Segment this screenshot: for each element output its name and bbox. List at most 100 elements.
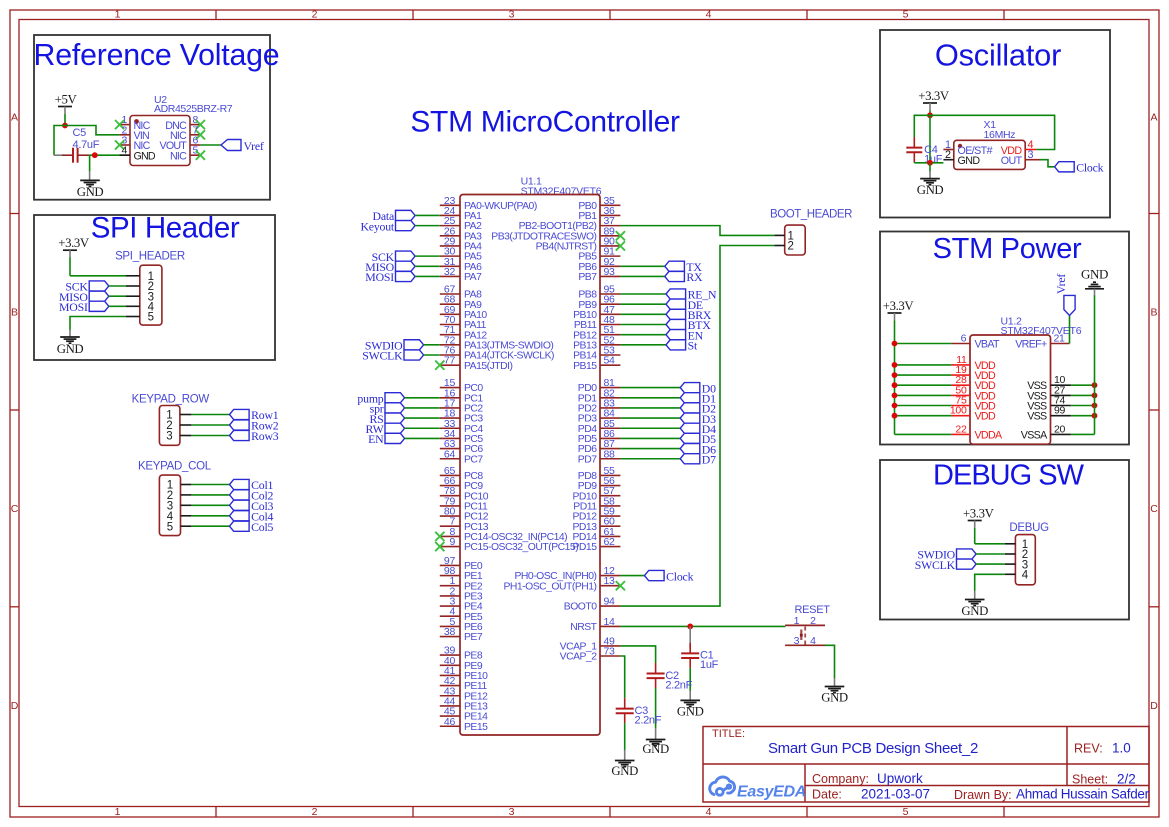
- svg-text:spr: spr: [370, 402, 384, 416]
- svg-text:PB11: PB11: [574, 320, 597, 331]
- svg-text:C1: C1: [700, 650, 714, 662]
- svg-text:PD10: PD10: [573, 491, 598, 502]
- svg-text:1: 1: [115, 806, 121, 818]
- svg-text:Oscillator: Oscillator: [935, 38, 1061, 73]
- svg-text:79: 79: [444, 495, 456, 507]
- svg-text:11: 11: [956, 354, 967, 366]
- svg-text:PE1: PE1: [464, 571, 483, 582]
- svg-text:PE14: PE14: [464, 712, 488, 723]
- svg-text:72: 72: [444, 334, 456, 346]
- svg-text:PD9: PD9: [578, 481, 597, 492]
- svg-text:47: 47: [604, 304, 616, 316]
- svg-text:STM MicroController: STM MicroController: [410, 106, 680, 139]
- svg-text:KEYPAD_ROW: KEYPAD_ROW: [132, 394, 210, 406]
- svg-text:5: 5: [193, 145, 199, 157]
- svg-text:PC11: PC11: [464, 501, 488, 512]
- svg-text:3: 3: [148, 291, 154, 303]
- svg-text:SWCLK: SWCLK: [362, 349, 403, 363]
- svg-text:D: D: [11, 700, 19, 712]
- svg-text:VREF+: VREF+: [1015, 339, 1047, 351]
- svg-text:PB4(NJTRST): PB4(NJTRST): [536, 242, 597, 253]
- svg-text:D3: D3: [702, 412, 716, 426]
- svg-text:BOOT0: BOOT0: [564, 602, 597, 613]
- svg-text:69: 69: [444, 304, 456, 316]
- svg-text:74: 74: [1054, 395, 1066, 407]
- svg-text:57: 57: [604, 485, 616, 497]
- svg-text:PD15: PD15: [573, 542, 598, 553]
- svg-text:3: 3: [449, 596, 455, 608]
- svg-text:4: 4: [449, 606, 455, 618]
- svg-text:+3.3V: +3.3V: [58, 236, 90, 250]
- svg-text:SPI Header: SPI Header: [91, 212, 240, 245]
- svg-text:56: 56: [604, 475, 616, 487]
- svg-text:D5: D5: [702, 432, 716, 446]
- svg-text:PE12: PE12: [464, 691, 488, 702]
- svg-text:STM32F407VET6: STM32F407VET6: [1001, 325, 1082, 337]
- svg-text:43: 43: [444, 685, 456, 697]
- svg-text:Company:: Company:: [812, 772, 869, 786]
- svg-text:62: 62: [604, 536, 616, 548]
- svg-text:20: 20: [1054, 423, 1066, 435]
- svg-text:2: 2: [121, 124, 127, 136]
- svg-text:PD2: PD2: [578, 404, 597, 415]
- svg-text:PD3: PD3: [578, 414, 597, 425]
- svg-text:15: 15: [444, 377, 456, 389]
- svg-text:8: 8: [193, 114, 199, 126]
- svg-text:14: 14: [604, 616, 616, 628]
- svg-text:PD13: PD13: [573, 522, 598, 533]
- svg-text:PB1: PB1: [578, 211, 597, 222]
- svg-text:PD4: PD4: [578, 424, 597, 435]
- svg-text:PC6: PC6: [464, 444, 483, 455]
- svg-text:42: 42: [444, 675, 456, 687]
- svg-text:PB7: PB7: [578, 272, 597, 283]
- svg-text:PC7: PC7: [464, 454, 483, 465]
- svg-text:GND: GND: [961, 604, 988, 618]
- svg-text:DEBUG SW: DEBUG SW: [933, 460, 1085, 492]
- svg-text:88: 88: [604, 448, 616, 460]
- svg-text:94: 94: [604, 596, 616, 608]
- svg-text:58: 58: [604, 495, 616, 507]
- svg-text:PE8: PE8: [464, 651, 483, 662]
- svg-text:U2: U2: [154, 94, 167, 106]
- svg-text:7: 7: [193, 124, 199, 136]
- svg-text:PD0: PD0: [578, 383, 597, 394]
- svg-text:PH0-OSC_IN(PH0): PH0-OSC_IN(PH0): [515, 571, 597, 582]
- svg-text:PE15: PE15: [464, 722, 488, 733]
- svg-text:2: 2: [1022, 549, 1028, 561]
- svg-text:22: 22: [955, 423, 967, 435]
- svg-text:PA8: PA8: [464, 290, 482, 301]
- svg-text:PE9: PE9: [464, 661, 483, 672]
- svg-text:1: 1: [794, 615, 800, 627]
- svg-text:STM Power: STM Power: [933, 233, 1082, 265]
- svg-text:PB8: PB8: [578, 290, 597, 301]
- svg-text:39: 39: [444, 645, 456, 657]
- svg-text:8: 8: [449, 526, 455, 538]
- svg-text:1: 1: [167, 480, 173, 492]
- svg-text:NRST: NRST: [570, 622, 597, 633]
- svg-text:SCK: SCK: [65, 280, 88, 294]
- svg-text:2021-03-07: 2021-03-07: [861, 787, 930, 802]
- svg-text:PE5: PE5: [464, 612, 483, 623]
- svg-text:4: 4: [1022, 570, 1029, 582]
- svg-text:32: 32: [444, 266, 456, 278]
- svg-text:Col4: Col4: [251, 510, 273, 524]
- svg-text:98: 98: [444, 565, 456, 577]
- svg-text:PC9: PC9: [464, 481, 483, 492]
- svg-text:RW: RW: [366, 422, 385, 436]
- svg-text:GND: GND: [134, 150, 156, 162]
- svg-text:NIC: NIC: [170, 130, 187, 142]
- svg-text:18: 18: [444, 408, 456, 420]
- svg-text:PA5: PA5: [464, 252, 482, 263]
- svg-text:9: 9: [449, 536, 455, 548]
- svg-text:PA13(JTMS-SWDIO): PA13(JTMS-SWDIO): [464, 340, 553, 351]
- svg-text:TITLE:: TITLE:: [712, 728, 745, 740]
- svg-text:GND: GND: [821, 691, 848, 705]
- svg-text:6: 6: [961, 333, 967, 345]
- svg-text:Col5: Col5: [251, 520, 273, 534]
- svg-text:+5V: +5V: [55, 93, 78, 107]
- svg-text:SPI_HEADER: SPI_HEADER: [115, 251, 185, 263]
- svg-text:St: St: [688, 339, 698, 353]
- svg-text:BRX: BRX: [688, 308, 712, 322]
- svg-text:90: 90: [604, 235, 616, 247]
- svg-text:12: 12: [604, 565, 616, 577]
